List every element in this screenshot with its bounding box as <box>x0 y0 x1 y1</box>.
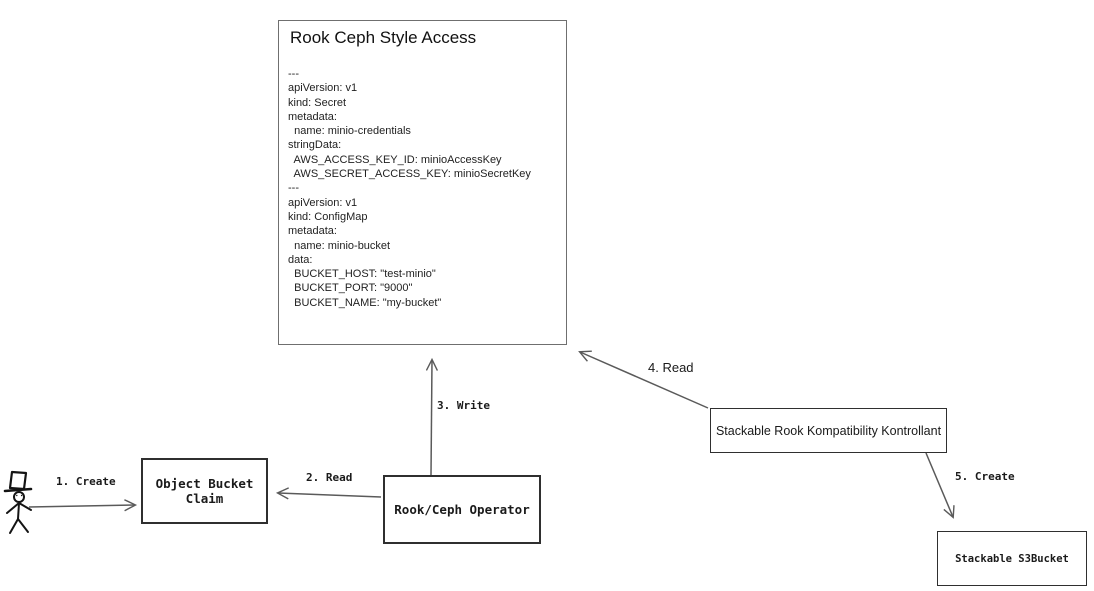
edge-1-create-arrow <box>28 505 135 507</box>
node-label-rook-ceph-operator: Rook/Ceph Operator <box>394 502 530 517</box>
edge-label-4-read: 4. Read <box>648 360 694 375</box>
node-label-stackable-rook-kompatibility-kontrollant: Stackable Rook Kompatibility Kontrollant <box>715 423 942 438</box>
yaml-manifest-text: --- apiVersion: v1 kind: Secret metadata… <box>288 68 531 309</box>
node-rook-ceph-style-access: Rook Ceph Style Access --- apiVersion: v… <box>278 20 567 345</box>
edge-5-create-arrow <box>925 452 953 517</box>
node-rook-ceph-operator: Rook/Ceph Operator <box>383 475 541 544</box>
edge-label-1-create: 1. Create <box>56 475 116 488</box>
edge-2-read-arrow <box>278 493 382 497</box>
node-label-object-bucket-claim: Object Bucket Claim <box>155 476 254 506</box>
stick-figure-user-icon <box>3 470 33 534</box>
node-stackable-s3bucket: Stackable S3Bucket <box>937 531 1087 586</box>
edge-label-2-read: 2. Read <box>306 471 353 484</box>
edge-3-write-arrow <box>431 360 432 476</box>
node-title-rook-ceph-style-access: Rook Ceph Style Access <box>290 28 477 47</box>
edge-label-5-create: 5. Create <box>955 470 1015 483</box>
node-label-stackable-s3bucket: Stackable S3Bucket <box>955 552 1069 565</box>
node-object-bucket-claim: Object Bucket Claim <box>141 458 268 524</box>
edge-label-3-write: 3. Write <box>437 399 490 412</box>
node-stackable-rook-kompatibility-kontrollant: Stackable Rook Kompatibility Kontrollant <box>710 408 947 453</box>
